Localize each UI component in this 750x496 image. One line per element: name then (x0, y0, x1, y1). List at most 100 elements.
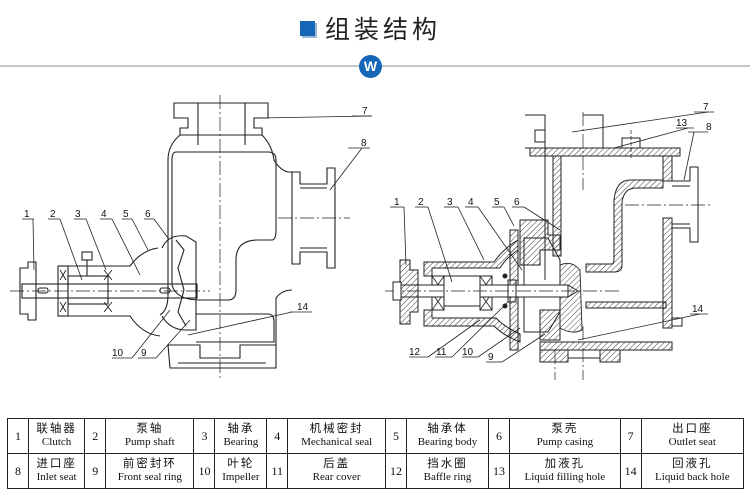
left-callout-labels: 1 2 3 4 5 6 7 8 9 10 14 (24, 106, 368, 359)
title-square-icon (300, 20, 315, 36)
part-number: 8 (7, 453, 29, 489)
right-callout-13: 13 (676, 118, 688, 129)
left-callout-1: 1 (24, 209, 30, 220)
left-callout-4: 4 (101, 209, 107, 220)
part-name-cn: 泵壳 (551, 423, 579, 435)
right-coupling (399, 259, 419, 325)
right-top-wall (529, 147, 681, 157)
section-title: 组装结构 (325, 15, 442, 44)
part-name-en: Inlet seat (36, 471, 77, 483)
part-name-en: Impeller (222, 471, 260, 483)
part-number: 2 (84, 418, 107, 454)
part-number: 9 (84, 453, 107, 489)
part-name-cn: 挡水圈 (427, 458, 468, 470)
part-number: 1 (7, 418, 29, 454)
left-bearing-housing (58, 247, 161, 337)
part-name-en: Bearing (223, 436, 259, 448)
part-number: 12 (385, 453, 407, 489)
part-name-en: Rear cover (312, 471, 361, 483)
left-callout-8: 8 (361, 138, 367, 149)
left-callout-2: 2 (50, 209, 56, 220)
left-callout-5: 5 (123, 209, 129, 220)
part-number: 5 (385, 418, 407, 454)
part-name-cn: 加液孔 (544, 458, 586, 470)
left-casing (159, 134, 293, 345)
right-callout-11: 11 (436, 347, 447, 358)
left-callout-9: 9 (141, 348, 147, 359)
right-callout-10: 10 (462, 347, 474, 358)
part-number: 6 (488, 418, 511, 454)
left-callout-10: 10 (112, 348, 124, 359)
left-callout-14: 14 (297, 302, 309, 313)
part-name-en: Liquid back hole (655, 471, 730, 483)
part-name-cn: 联轴器 (36, 423, 77, 435)
part-number: 14 (619, 453, 642, 489)
right-callout-12: 12 (409, 347, 421, 358)
right-pump-view (385, 111, 714, 380)
right-callout-2: 2 (418, 197, 424, 208)
left-callout-3: 3 (75, 209, 81, 220)
section-header: 组装结构 W (0, 0, 750, 90)
part-name-cn: 出口座 (672, 423, 713, 435)
left-inlet-flange (291, 167, 336, 269)
left-outlet-flange (173, 102, 269, 136)
part-name-cn: 叶轮 (227, 458, 255, 470)
part-name-en: Baffle ring (423, 471, 472, 483)
part-name-en: Bearing body (417, 436, 478, 448)
part-name-en: Clutch (41, 436, 72, 448)
right-callout-8: 8 (706, 122, 712, 133)
part-name-cn: 前密封环 (122, 458, 177, 470)
brand-badge-icon: W (359, 55, 382, 78)
left-base (167, 344, 277, 369)
left-pump-view (10, 95, 373, 380)
part-name-cn: 轴承 (227, 423, 255, 435)
part-name-cn: 机械密封 (309, 423, 364, 435)
right-callout-3: 3 (447, 197, 453, 208)
part-name-cn: 轴承体 (427, 423, 468, 435)
left-coupling (19, 261, 37, 321)
right-callout-7: 7 (703, 102, 709, 113)
part-name-cn: 回液孔 (672, 458, 713, 470)
right-bearing-housing (423, 239, 519, 277)
part-number: 7 (619, 418, 642, 454)
left-callout-7: 7 (362, 106, 368, 117)
part-name-en: Front seal ring (117, 471, 182, 483)
right-callout-labels: 1 2 3 4 5 6 7 8 9 10 11 12 13 14 (394, 102, 712, 363)
part-number: 11 (266, 453, 289, 489)
right-callout-9: 9 (488, 352, 494, 363)
title-group: 组装结构 (300, 10, 441, 46)
left-callout-6: 6 (145, 209, 151, 220)
part-name-en: Pump shaft (124, 436, 175, 448)
part-name-en: Mechanical seal (301, 436, 373, 448)
right-outlet-flange (525, 114, 546, 149)
right-callout-4: 4 (468, 197, 474, 208)
right-callout-5: 5 (494, 197, 500, 208)
part-name-en: Outlet seat (668, 436, 716, 448)
part-number: 4 (266, 418, 289, 454)
part-number: 10 (193, 453, 216, 489)
right-impeller (523, 237, 561, 333)
right-callout-1: 1 (394, 197, 400, 208)
assembly-drawing: 1 2 3 4 5 6 7 8 9 10 14 (0, 90, 750, 390)
right-inlet-flange (672, 166, 699, 243)
part-name-en: Liquid filling hole (524, 471, 606, 483)
assembly-svg: 1 2 3 4 5 6 7 8 9 10 14 (10, 95, 714, 380)
right-callout-6: 6 (514, 197, 520, 208)
part-name-en: Pump casing (536, 436, 594, 448)
part-name-cn: 后盖 (323, 458, 351, 470)
